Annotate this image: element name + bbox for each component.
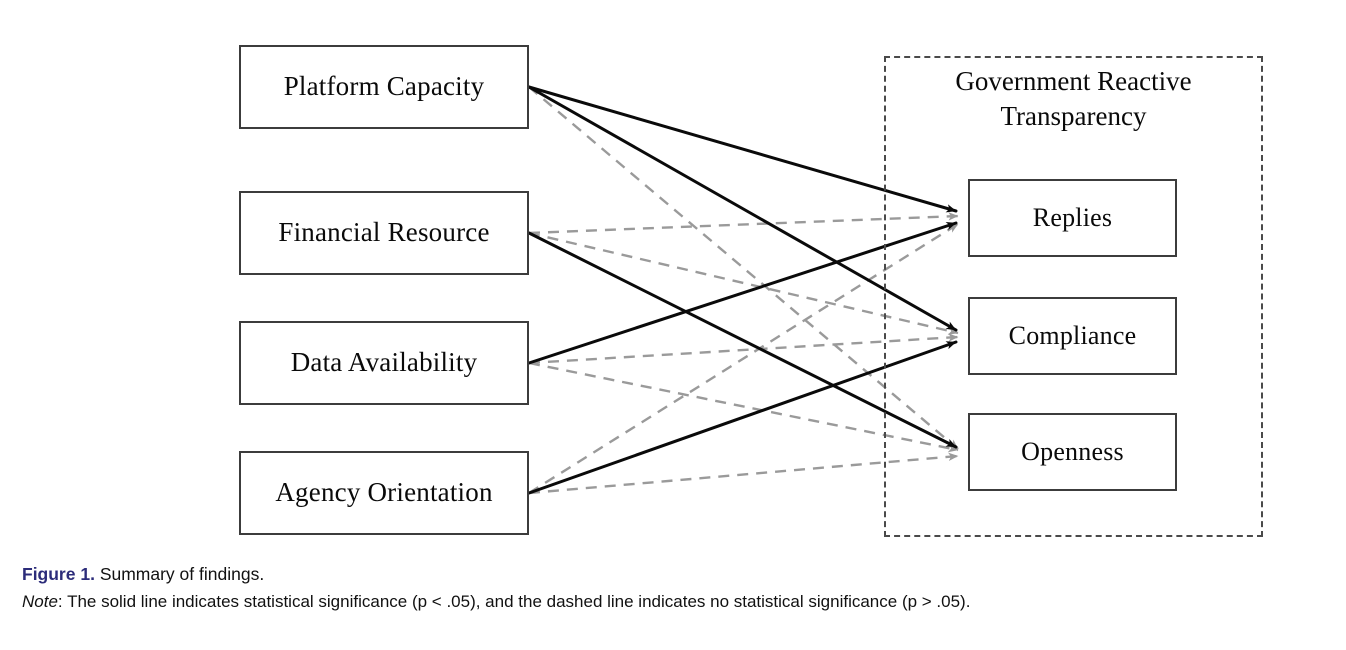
group-title: Government Reactive Transparency	[890, 64, 1257, 133]
figure-caption-line: Figure 1. Summary of findings.	[22, 562, 1332, 587]
node-data-availability-label: Data Availability	[290, 347, 478, 378]
figure-note-line: Note: The solid line indicates statistic…	[22, 589, 1332, 615]
note-text: The solid line indicates statistical sig…	[67, 592, 971, 612]
node-agency-orientation[interactable]: Agency Orientation	[239, 451, 529, 535]
edge-agency-orientation-to-openness	[528, 452, 959, 495]
node-agency-orientation-label: Agency Orientation	[275, 477, 493, 508]
path-diagram-edges	[527, 85, 959, 495]
edge-agency-orientation-to-replies	[528, 222, 959, 495]
note-label: Note	[22, 592, 58, 612]
node-data-availability[interactable]: Data Availability	[239, 321, 529, 405]
node-compliance[interactable]: Compliance	[968, 297, 1177, 375]
node-replies[interactable]: Replies	[968, 179, 1177, 257]
government-reactive-transparency-frame	[884, 56, 1263, 537]
node-openness[interactable]: Openness	[968, 413, 1177, 491]
node-compliance-label: Compliance	[1008, 320, 1137, 350]
group-title-line-2: Transparency	[1000, 100, 1147, 131]
group-title-line-1: Government Reactive	[955, 66, 1192, 96]
edge-group-nonsignificant	[528, 86, 959, 495]
node-financial-resource[interactable]: Financial Resource	[239, 191, 529, 275]
node-replies-label: Replies	[1032, 202, 1113, 232]
edge-financial-resource-to-replies	[528, 212, 959, 235]
node-platform-capacity[interactable]: Platform Capacity	[239, 45, 529, 129]
node-openness-label: Openness	[1021, 436, 1124, 466]
edge-data-availability-to-compliance	[528, 333, 959, 365]
edge-data-availability-to-openness	[528, 361, 959, 453]
note-separator: :	[57, 592, 68, 612]
figure-caption-text: Summary of findings.	[99, 564, 265, 584]
figure-caption-block: Figure 1. Summary of findings. Note: The…	[22, 562, 1332, 615]
figure-number-label: Figure 1.	[22, 564, 95, 584]
edge-financial-resource-to-compliance	[528, 231, 959, 335]
node-platform-capacity-label: Platform Capacity	[283, 71, 485, 102]
node-financial-resource-label: Financial Resource	[278, 217, 490, 248]
